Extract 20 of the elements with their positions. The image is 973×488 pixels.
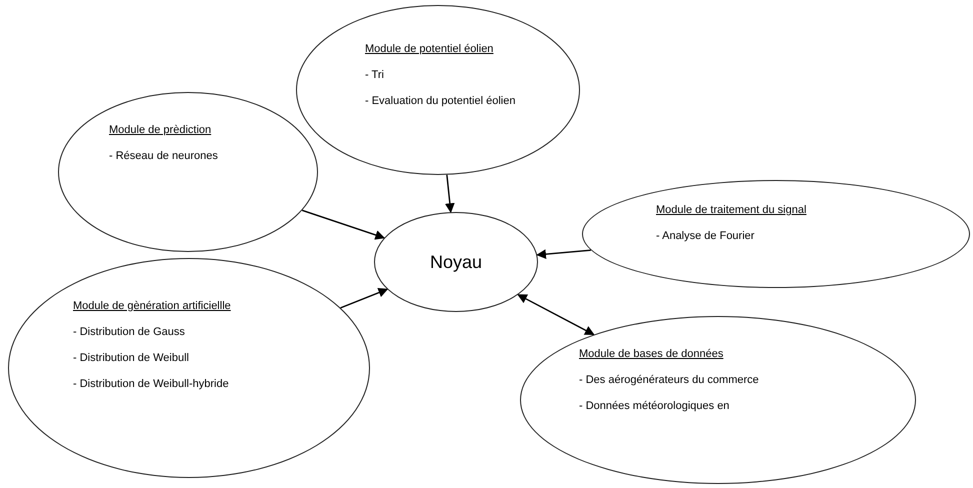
module-heading: Module de gènération artificiellle	[73, 299, 232, 314]
module-item: - Distribution de Weibull-hybride	[73, 377, 230, 392]
module-item: - Evaluation du potentiel éolien	[365, 94, 516, 109]
module-heading: Module de potentiel éolien	[365, 42, 494, 57]
module-item: - Analyse de Fourier	[656, 229, 756, 244]
arrow	[444, 174, 455, 214]
module-item: - Des aérogénérateurs du commerce	[579, 373, 760, 388]
module-item: - Distribution de Weibull	[73, 351, 190, 366]
arrow	[536, 249, 591, 259]
arrow	[340, 288, 388, 308]
module-heading: Module de bases de données	[579, 347, 724, 362]
module-item: - Réseau de neurones	[109, 149, 219, 164]
module-heading: Module de traitement du signal	[656, 203, 808, 218]
module-heading: Module de prèdiction	[109, 123, 212, 138]
module-item: - Tri	[365, 68, 385, 83]
arrow	[517, 294, 595, 336]
node-label: Noyau	[430, 250, 482, 274]
arrow	[302, 210, 386, 240]
module-item: - Données météorologiques en	[579, 399, 730, 414]
module-item: - Distribution de Gauss	[73, 325, 186, 340]
